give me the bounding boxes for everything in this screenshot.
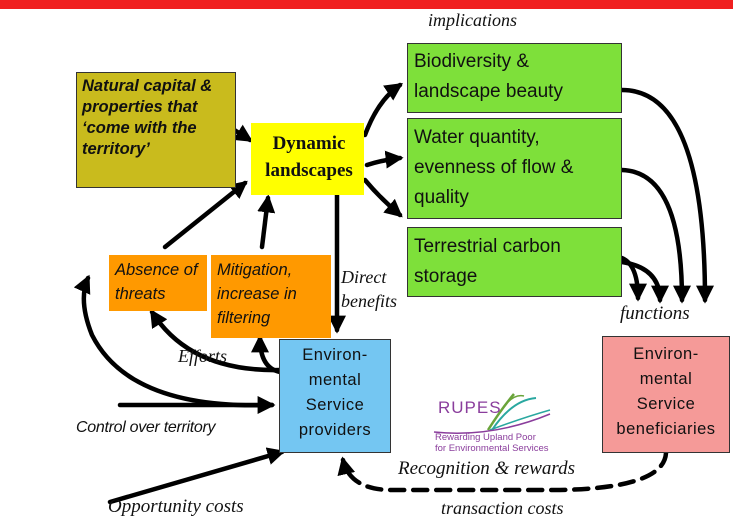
- carbon-label: Terrestrial carbon storage: [414, 236, 561, 287]
- rupes-logo-name: RUPES: [438, 398, 502, 417]
- arrow-absence-to-capital: [162, 180, 248, 250]
- arrow-biodiversity-to-functions: [619, 87, 714, 304]
- rupes-logo-subtitle-2: for Environmental Services: [435, 443, 549, 454]
- opportunity-costs-label: Opportunity costs: [108, 496, 244, 517]
- service-providers-box: [279, 339, 391, 453]
- arrow-dynamic-to-water: [364, 150, 404, 169]
- natural-capital-label: Natural capital & properties that ‘come …: [82, 77, 213, 158]
- efforts-label: Efforts: [178, 346, 228, 366]
- absence-of-threats-label: Absence of threats: [115, 261, 198, 303]
- control-over-territory-label: Control over territory: [76, 419, 216, 436]
- absence-of-threats-box: [109, 255, 207, 311]
- carbon-box: [407, 227, 622, 297]
- water-label: Water quantity, evenness of flow & quali…: [414, 127, 574, 208]
- arrow-carbon-to-functions-mid: [619, 259, 669, 304]
- arrow-mitigation-to-dynamic: [257, 194, 276, 250]
- arrow-efforts-to-absence: [149, 308, 283, 373]
- mitigation-box: [211, 255, 331, 338]
- mitigation-label: Mitigation, increase in filtering: [217, 261, 297, 327]
- rupes-logo-mark: [433, 393, 551, 434]
- service-providers-label: Environ- mental Service providers: [298, 346, 372, 439]
- title-banner: [0, 0, 733, 9]
- service-beneficiaries-box: [602, 336, 730, 453]
- implications-label: implications: [428, 10, 517, 30]
- functions-label: functions: [620, 303, 690, 324]
- arrow-recognition-rewards: [337, 450, 669, 493]
- arrow-opportunity-costs: [107, 447, 286, 505]
- direct-benefits-label: Direct benefits: [341, 267, 397, 311]
- rupes-logo: RUPES Rewarding Upland Poor for Environm…: [432, 388, 552, 456]
- biodiversity-box: [407, 43, 622, 113]
- dynamic-landscapes-label: Dynamic landscapes: [265, 133, 353, 181]
- water-box: [407, 118, 622, 219]
- biodiversity-label: Biodiversity & landscape beauty: [414, 51, 563, 102]
- arrow-efforts-to-mitigation: [251, 334, 283, 375]
- natural-capital-box: [76, 72, 236, 188]
- arrow-water-to-functions: [619, 167, 691, 304]
- arrow-carbon-to-functions-left: [619, 255, 647, 302]
- service-beneficiaries-label: Environ- mental Service beneficiaries: [616, 345, 716, 438]
- rupes-logo-subtitle-1: Rewarding Upland Poor: [435, 432, 536, 443]
- recognition-rewards-label: Recognition & rewards: [398, 458, 575, 479]
- dynamic-landscapes-box: [251, 123, 364, 195]
- arrow-dynamic-to-biodiversity: [362, 82, 403, 138]
- transaction-costs-label: transaction costs: [441, 498, 564, 518]
- arrow-dynamic-to-carbon: [362, 177, 403, 218]
